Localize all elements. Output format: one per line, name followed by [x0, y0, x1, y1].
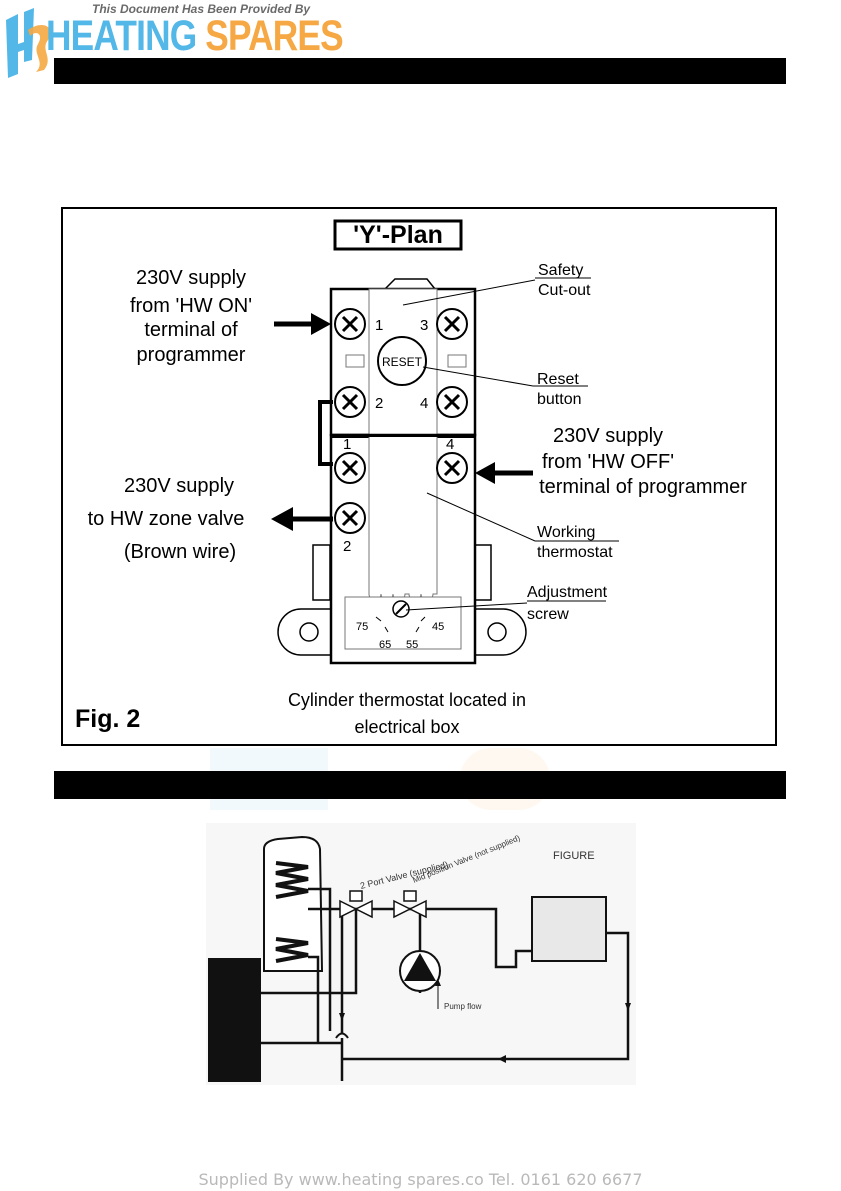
arrow-hw-on	[274, 313, 331, 335]
label-zone-valve: 230V supply to HW zone valve (Brown wire…	[88, 475, 245, 563]
leader-lines	[402, 277, 619, 611]
boiler	[208, 958, 261, 1082]
svg-text:2: 2	[343, 538, 351, 555]
pump	[399, 950, 441, 992]
terminal-screw-4-top	[435, 385, 469, 419]
label-figure: FIGURE	[553, 850, 595, 862]
logo-wordmark: HEATING SPARES	[46, 12, 344, 61]
figure-3-system-schematic: 2 Port Valve (supplied) Mid position Val…	[206, 823, 636, 1085]
svg-text:230V supply: 230V supply	[124, 475, 234, 497]
figure-caption: Cylinder thermostat located in electrica…	[288, 690, 526, 737]
link-wire	[318, 400, 333, 466]
logo-tagline: This Document Has Been Provided By	[92, 2, 311, 16]
svg-text:(Brown wire): (Brown wire)	[124, 541, 236, 563]
label-working-thermostat: Working thermostat	[537, 524, 613, 561]
svg-text:65: 65	[379, 639, 391, 651]
fig-label: Fig. 2	[75, 705, 140, 733]
svg-text:terminal of programmer: terminal of programmer	[539, 476, 747, 498]
svg-text:Cylinder thermostat located in: Cylinder thermostat located in	[288, 690, 526, 710]
svg-text:programmer: programmer	[137, 344, 246, 366]
heating-spares-logo: This Document Has Been Provided By HEATI…	[0, 0, 344, 78]
two-port-valve	[339, 890, 373, 919]
svg-text:75: 75	[356, 621, 368, 633]
terminal-screw-2-bottom	[333, 501, 367, 535]
radiator	[531, 896, 607, 962]
pipe-crossover	[335, 1032, 349, 1039]
svg-text:2: 2	[375, 395, 383, 412]
label-hw-on: 230V supply from 'HW ON' terminal of pro…	[130, 267, 252, 366]
terminal-screw-1-top	[333, 307, 367, 341]
label-safety-cutout: Safety Cut-out	[538, 262, 591, 299]
mid-position-valve	[393, 890, 427, 919]
svg-text:screw: screw	[527, 606, 569, 623]
flow-arrows	[339, 979, 631, 1063]
svg-text:230V supply: 230V supply	[136, 267, 246, 289]
svg-text:Adjustment: Adjustment	[527, 584, 608, 601]
svg-text:Safety: Safety	[538, 262, 583, 279]
svg-text:4: 4	[420, 395, 428, 412]
figure-2-wiring-diagram: 'Y'-Plan	[61, 207, 777, 746]
terminal-numbers-bottom: 1 4 2	[343, 436, 454, 555]
logo-word-heating: HEATING	[46, 12, 197, 60]
svg-text:Reset: Reset	[537, 371, 579, 388]
label-pump-flow: Pump flow	[444, 1002, 482, 1011]
reset-button	[377, 336, 427, 386]
label-reset-button: Reset button	[537, 371, 581, 408]
terminal-numbers-top: 1 3 2 4	[375, 317, 428, 412]
svg-text:1: 1	[343, 436, 351, 453]
svg-text:electrical box: electrical box	[354, 717, 459, 737]
terminal-screw-1-bottom	[333, 451, 367, 485]
svg-text:1: 1	[375, 317, 383, 334]
svg-text:to HW zone valve: to HW zone valve	[88, 508, 245, 530]
svg-text:button: button	[537, 391, 581, 408]
adjustment-dial: 75 65 55 45	[356, 600, 444, 651]
plan-title-box	[333, 219, 463, 251]
label-adjustment-screw: Adjustment screw	[527, 584, 608, 623]
terminal-screw-3-top	[435, 307, 469, 341]
svg-text:230V supply: 230V supply	[553, 425, 663, 447]
section-header-bar-1	[54, 58, 786, 84]
svg-text:from 'HW ON': from 'HW ON'	[130, 295, 252, 317]
svg-text:Cut-out: Cut-out	[538, 282, 591, 299]
footer-supplier-info: Supplied By www.heating spares.co Tel. 0…	[198, 1170, 643, 1189]
svg-text:thermostat: thermostat	[537, 544, 613, 561]
hot-water-cylinder	[263, 835, 324, 972]
logo-word-spares: SPARES	[205, 12, 343, 60]
svg-text:from 'HW OFF': from 'HW OFF'	[542, 451, 674, 473]
arrow-zone-valve	[271, 507, 333, 531]
plan-title: 'Y'-Plan	[353, 221, 443, 249]
terminal-screw-2-top	[333, 385, 367, 419]
svg-text:4: 4	[446, 436, 454, 453]
label-hw-off: 230V supply from 'HW OFF' terminal of pr…	[539, 425, 747, 498]
svg-text:terminal of: terminal of	[144, 319, 238, 341]
svg-text:45: 45	[432, 621, 444, 633]
section-header-bar-2	[54, 771, 786, 799]
arrow-hw-off	[475, 462, 533, 484]
reset-button-text: RESET	[382, 355, 423, 369]
svg-text:3: 3	[420, 317, 428, 334]
terminal-screw-4-bottom	[435, 451, 469, 485]
svg-text:Working: Working	[537, 524, 595, 541]
svg-text:55: 55	[406, 639, 418, 651]
hs-logo-icon	[6, 8, 51, 78]
